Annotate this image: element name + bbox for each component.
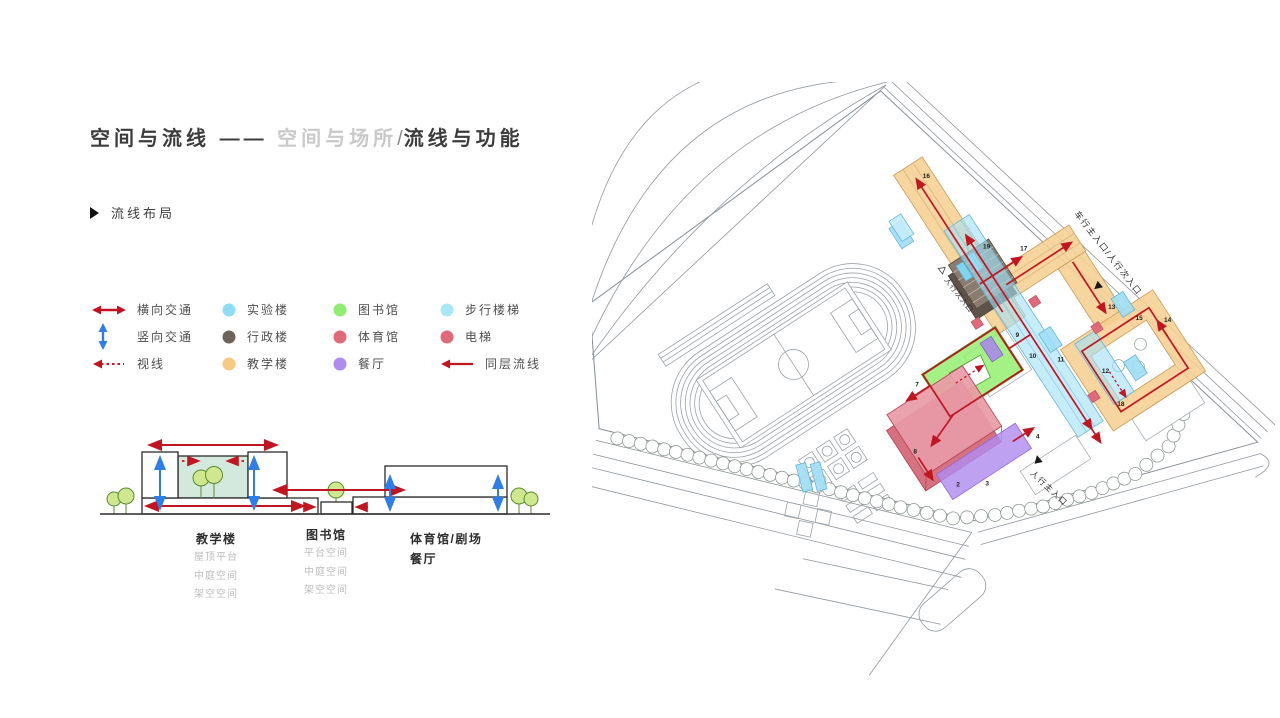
section-red-arrows (144, 439, 406, 512)
sub-label: 架空空间 (304, 585, 348, 596)
legend-item-canteen: 餐厅 (333, 355, 440, 372)
section-blue-arrows (154, 455, 504, 512)
page-title: 空间与流线 —— 空间与场所/流线与功能 (90, 122, 524, 151)
dotted-arrow-icon (93, 359, 124, 368)
road-bundle-north (592, 82, 889, 368)
sub-label: 架空空间 (194, 589, 238, 600)
legend-item-vertical-flow: 竖向交通 (92, 323, 222, 350)
legend-item-samefloor-flow: 同层流线 (440, 355, 600, 372)
legend-item-horizontal-flow: 横向交通 (92, 301, 222, 318)
section-heading: 流线布局 (90, 203, 175, 222)
section-label-library: 图书馆 (306, 528, 347, 542)
library-dot-icon (333, 303, 347, 316)
legend-label: 实验楼 (247, 303, 290, 317)
roads-south (592, 439, 1264, 676)
elevator-dot-icon (440, 330, 454, 343)
circulation-node-numbers: 16 19 17 9 10 11 7 8 2 3 4 12 18 13 15 14 (913, 173, 1172, 489)
circulation-lines (905, 177, 1190, 482)
node-number: 4 (1036, 433, 1040, 440)
canteen-dot-icon (333, 357, 347, 370)
stairs-dot-icon (440, 303, 454, 316)
sub-label: 屋顶平台 (194, 552, 238, 563)
soccer-field (695, 281, 892, 449)
legend-label: 行政楼 (247, 330, 290, 344)
title-gray-part: 空间与场所 (277, 128, 398, 150)
title-slash: / (397, 128, 404, 150)
lab-dot-icon (222, 303, 236, 316)
sub-label: 中庭空间 (304, 566, 348, 578)
legend-item-library: 图书馆 (333, 301, 440, 318)
section-sublabels-library: 平台空间 中庭空间 架空空间 (304, 545, 348, 601)
node-number: 15 (1135, 315, 1143, 322)
legend-label: 餐厅 (358, 357, 387, 371)
teach-dot-icon (222, 357, 236, 370)
section-diagram (100, 439, 550, 515)
section-label-teach: 教学楼 (196, 532, 237, 546)
legend: 横向交通 实验楼 图书馆 步行楼梯 竖向交通 行政楼 体育馆 电梯 (92, 296, 600, 377)
left-arrow-icon (441, 359, 473, 368)
legend-item-elevator: 电梯 (440, 328, 600, 345)
legend-label: 同层流线 (485, 357, 542, 371)
title-sub: 流线与功能 (403, 128, 524, 150)
title-main: 空间与流线 (90, 128, 210, 150)
title-dash: —— (219, 128, 268, 150)
node-number: 16 (923, 173, 931, 180)
vertical-arrow-icon (98, 323, 108, 350)
entrance-triangle-icon (937, 267, 946, 275)
entrance-triangle-icon (1034, 455, 1043, 464)
tree-row (610, 392, 1191, 526)
gym-dot-icon (333, 330, 347, 343)
node-number: 18 (1117, 401, 1125, 408)
horizontal-arrow-icon (92, 305, 126, 314)
rotated-plan: 16 19 17 9 10 11 7 8 2 3 4 12 18 13 15 14 (592, 82, 1276, 676)
running-track (670, 263, 916, 468)
legend-label: 视线 (137, 357, 166, 371)
legend-label: 步行楼梯 (465, 303, 522, 317)
legend-label: 教学楼 (247, 357, 290, 371)
legend-label: 竖向交通 (137, 330, 194, 344)
sub-label: 平台空间 (304, 548, 348, 559)
node-number: 2 (956, 482, 960, 489)
section-sublabels-teach: 屋顶平台 中庭空间 架空空间 (194, 549, 238, 605)
section-sightlines (182, 455, 368, 513)
node-number: 7 (915, 382, 919, 389)
section-label-canteen: 餐厅 (410, 552, 438, 566)
legend-item-lab: 实验楼 (222, 301, 333, 318)
legend-label: 电梯 (465, 330, 494, 344)
legend-item-teach: 教学楼 (222, 355, 333, 372)
bleachers (657, 283, 776, 367)
section-label-gym: 体育馆/剧场 (410, 532, 483, 546)
legend-item-sightline: 视线 (92, 355, 222, 372)
node-number: 11 (1057, 356, 1064, 363)
node-number: 12 (1102, 368, 1110, 375)
node-number: 3 (985, 481, 989, 488)
legend-item-gym: 体育馆 (333, 328, 440, 345)
legend-item-admin: 行政楼 (222, 328, 333, 345)
entrance-triangle-icon (1094, 280, 1103, 290)
node-number: 10 (1029, 353, 1037, 360)
node-number: 13 (1108, 304, 1116, 311)
stair-towers (795, 213, 1148, 493)
atrium-trees (192, 466, 223, 498)
sub-label: 中庭空间 (194, 570, 238, 582)
legend-label: 横向交通 (137, 303, 194, 317)
node-number: 8 (913, 449, 917, 456)
node-number: 19 (983, 244, 991, 251)
legend-label: 体育馆 (358, 330, 401, 344)
node-number: 9 (1015, 332, 1019, 339)
triangle-bullet-icon (90, 206, 99, 219)
legend-label: 图书馆 (358, 303, 401, 317)
admin-dot-icon (222, 330, 236, 343)
section-heading-label: 流线布局 (111, 206, 176, 221)
node-number: 14 (1164, 317, 1172, 324)
legend-item-stairs: 步行楼梯 (440, 301, 600, 318)
node-number: 17 (1020, 246, 1028, 253)
